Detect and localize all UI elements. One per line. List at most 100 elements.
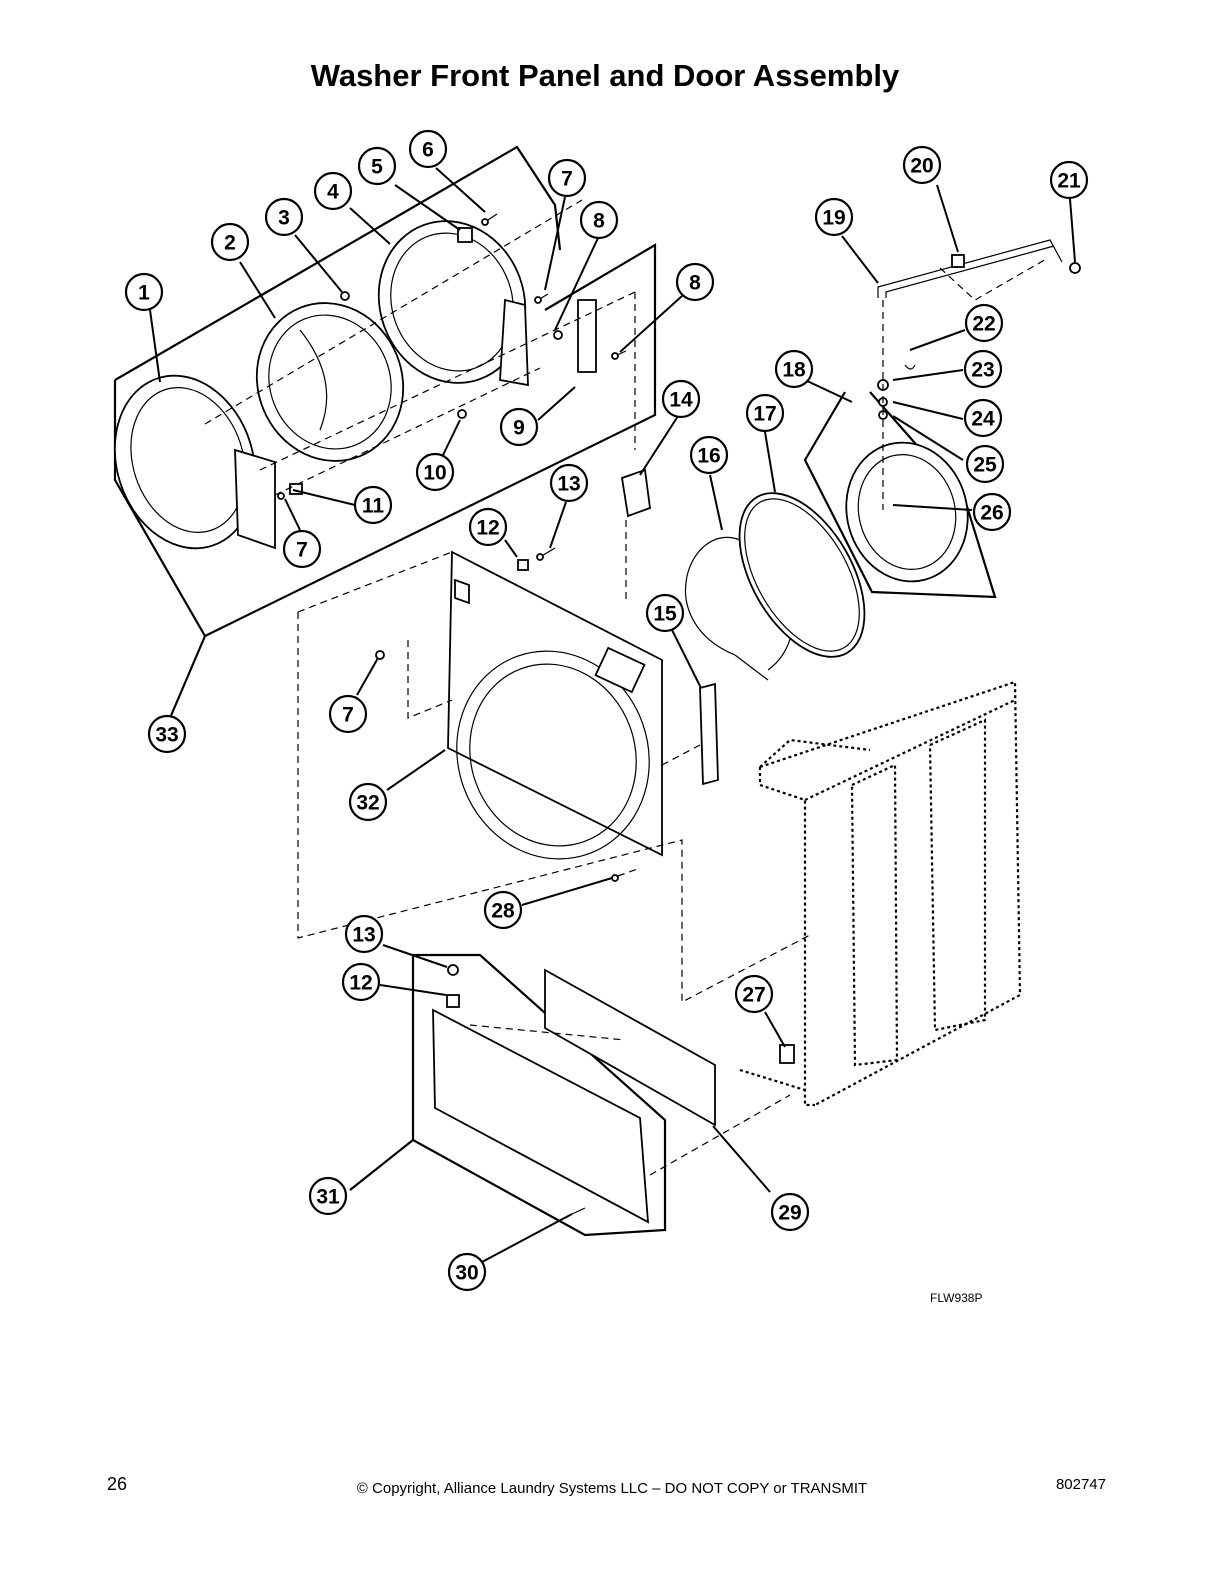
callout-25: 25 bbox=[965, 444, 1005, 484]
callout-22: 22 bbox=[964, 303, 1004, 343]
callout-4: 4 bbox=[313, 171, 353, 211]
svg-text:30: 30 bbox=[455, 1262, 478, 1285]
svg-text:7: 7 bbox=[342, 704, 354, 727]
callout-30: 30 bbox=[447, 1252, 487, 1292]
callout-3: 3 bbox=[264, 197, 304, 237]
copyright-notice: © Copyright, Alliance Laundry Systems LL… bbox=[356, 1480, 868, 1497]
callout-32: 32 bbox=[348, 782, 388, 822]
svg-text:27: 27 bbox=[742, 984, 765, 1007]
svg-text:4: 4 bbox=[327, 181, 339, 204]
callout-33: 33 bbox=[147, 714, 187, 754]
svg-text:14: 14 bbox=[669, 389, 693, 412]
inner-door-frame-part bbox=[377, 220, 529, 387]
callout-21: 21 bbox=[1049, 160, 1089, 200]
callout-20: 20 bbox=[902, 145, 942, 185]
svg-text:12: 12 bbox=[349, 972, 372, 995]
svg-text:24: 24 bbox=[971, 408, 995, 431]
bracket-clip-part bbox=[779, 1044, 795, 1064]
door-boot-group bbox=[803, 300, 997, 599]
callout-15: 15 bbox=[645, 593, 685, 633]
callout-8b: 8 bbox=[675, 262, 715, 302]
svg-text:25: 25 bbox=[973, 454, 997, 477]
callout-23: 23 bbox=[963, 349, 1003, 389]
callout-24: 24 bbox=[963, 398, 1003, 438]
door-switch-part bbox=[620, 468, 651, 518]
svg-text:13: 13 bbox=[352, 924, 375, 947]
clamp-ring-part bbox=[738, 492, 866, 658]
svg-text:9: 9 bbox=[513, 417, 525, 440]
svg-text:28: 28 bbox=[491, 900, 515, 923]
svg-text:26: 26 bbox=[980, 502, 1003, 525]
svg-text:17: 17 bbox=[753, 403, 776, 426]
svg-text:2: 2 bbox=[224, 232, 236, 255]
leader-lines bbox=[149, 167, 1076, 1263]
callout-13a: 13 bbox=[549, 463, 589, 503]
svg-text:3: 3 bbox=[278, 207, 290, 230]
callout-19: 19 bbox=[814, 197, 854, 237]
svg-text:31: 31 bbox=[316, 1186, 340, 1209]
page-title: Washer Front Panel and Door Assembly bbox=[310, 58, 900, 93]
callout-11: 11 bbox=[353, 485, 393, 525]
svg-text:23: 23 bbox=[971, 359, 994, 382]
svg-text:6: 6 bbox=[422, 139, 434, 162]
callout-8a: 8 bbox=[579, 200, 619, 240]
svg-text:7: 7 bbox=[561, 168, 573, 191]
document-number: 802747 bbox=[1055, 1476, 1106, 1493]
svg-text:16: 16 bbox=[697, 445, 720, 468]
callout-17: 17 bbox=[745, 393, 785, 433]
callout-6: 6 bbox=[408, 129, 448, 169]
callout-18: 18 bbox=[774, 349, 814, 389]
front-panel-part bbox=[447, 550, 663, 860]
svg-text:11: 11 bbox=[362, 495, 385, 518]
callout-31: 31 bbox=[308, 1176, 348, 1216]
hinge-strip-part bbox=[699, 682, 719, 786]
svg-text:22: 22 bbox=[972, 313, 995, 336]
svg-text:8: 8 bbox=[689, 272, 701, 295]
callout-12a: 12 bbox=[468, 507, 508, 547]
svg-text:5: 5 bbox=[371, 156, 383, 179]
callout-7c: 7 bbox=[328, 694, 368, 734]
svg-text:13: 13 bbox=[557, 473, 580, 496]
callout-7b: 7 bbox=[282, 529, 322, 569]
callout-10: 10 bbox=[415, 452, 455, 492]
callout-1: 1 bbox=[124, 272, 164, 312]
callout-16: 16 bbox=[689, 435, 729, 475]
svg-text:1: 1 bbox=[138, 282, 150, 305]
callout-26: 26 bbox=[972, 492, 1012, 532]
svg-text:8: 8 bbox=[593, 210, 605, 233]
explode-lines-door bbox=[204, 199, 636, 496]
toe-kick-group bbox=[349, 953, 791, 1237]
callout-5: 5 bbox=[357, 146, 397, 186]
door-glass-part bbox=[255, 302, 405, 462]
svg-text:12: 12 bbox=[476, 517, 499, 540]
callout-12b: 12 bbox=[341, 962, 381, 1002]
callout-14: 14 bbox=[661, 379, 701, 419]
svg-text:21: 21 bbox=[1057, 170, 1081, 193]
svg-text:33: 33 bbox=[155, 724, 178, 747]
callout-7a: 7 bbox=[547, 158, 587, 198]
svg-text:19: 19 bbox=[822, 207, 845, 230]
page-number: 26 bbox=[107, 1474, 128, 1494]
svg-text:15: 15 bbox=[653, 603, 677, 626]
svg-text:20: 20 bbox=[910, 155, 933, 178]
hose-assembly-part bbox=[877, 239, 1081, 370]
callout-13b: 13 bbox=[344, 914, 384, 954]
svg-text:7: 7 bbox=[296, 539, 308, 562]
callouts: 1 2 3 4 5 6 7 8 8 9 10 11 7 12 13 14 15 … bbox=[124, 129, 1089, 1292]
callout-9: 9 bbox=[499, 407, 539, 447]
panel-screw-hardware bbox=[375, 547, 619, 882]
svg-text:10: 10 bbox=[423, 462, 446, 485]
svg-text:29: 29 bbox=[778, 1202, 801, 1225]
svg-text:32: 32 bbox=[356, 792, 379, 815]
callout-27: 27 bbox=[734, 974, 774, 1014]
callout-29: 29 bbox=[770, 1192, 810, 1232]
svg-text:18: 18 bbox=[782, 359, 806, 382]
callout-2: 2 bbox=[210, 222, 250, 262]
small-hardware-parts bbox=[277, 213, 627, 500]
figure-code: FLW938P bbox=[930, 1291, 982, 1305]
cabinet-frame bbox=[739, 680, 1022, 1107]
explode-lines-front-panel bbox=[297, 520, 811, 1003]
door-ring-part bbox=[113, 374, 276, 550]
